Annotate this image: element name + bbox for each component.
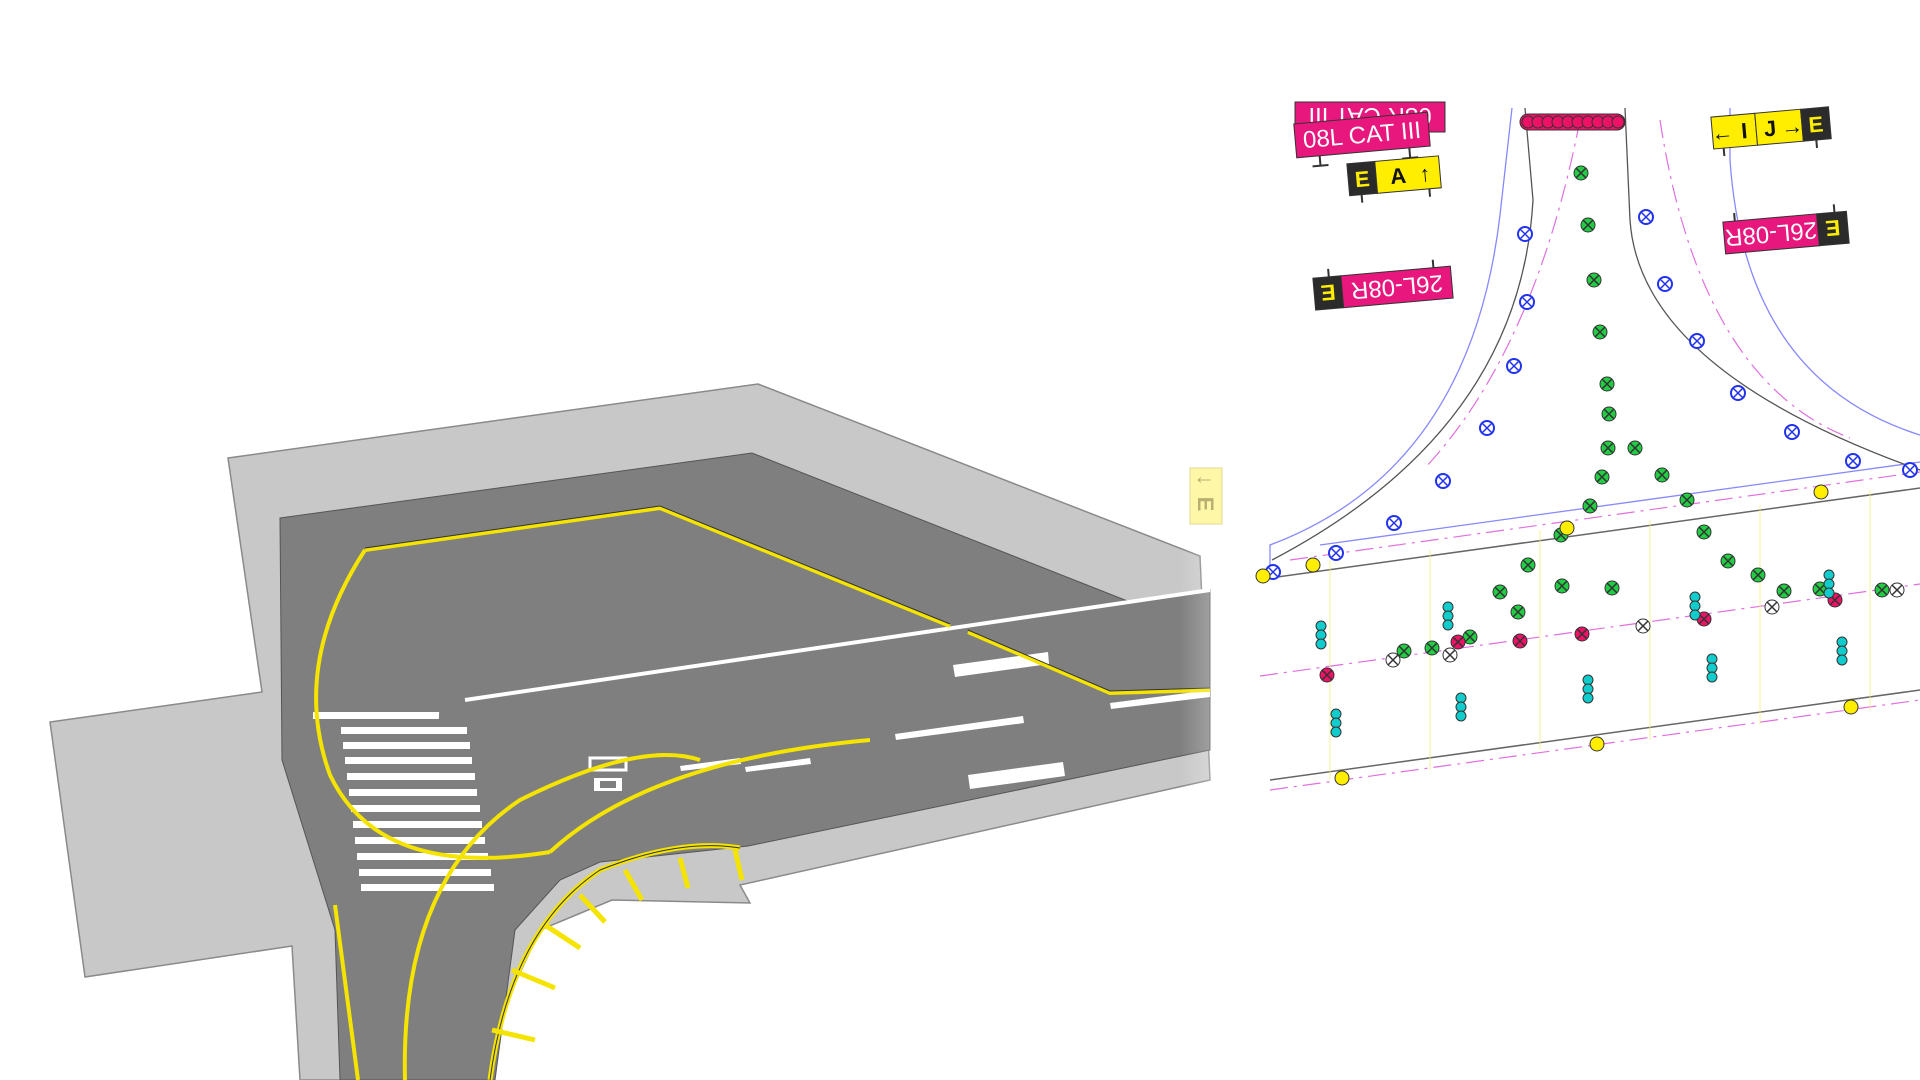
- guard-light: [1689, 609, 1701, 621]
- light-fixtures: [1255, 115, 1918, 786]
- light-cross-mark: [1601, 378, 1613, 390]
- guard-light: [1455, 710, 1467, 722]
- guard-light: [1330, 726, 1342, 738]
- light-cross-mark: [1522, 559, 1534, 571]
- taxi-guidance-lines: [314, 505, 1211, 1080]
- sign-faded-e-letter: E: [1193, 497, 1218, 512]
- light-cross-mark: [1629, 442, 1641, 454]
- sign-location-e-letter: E: [1354, 166, 1371, 192]
- light-cross-mark: [1330, 547, 1342, 559]
- light-cross-mark: [1388, 517, 1400, 529]
- fade-overlay: [1180, 520, 1300, 820]
- light-cross-mark: [1519, 228, 1531, 240]
- light-cross-mark: [1464, 631, 1476, 643]
- threshold-markings: [312, 712, 494, 891]
- guard-light: [1706, 671, 1718, 683]
- light-cross-mark: [1508, 360, 1520, 372]
- half-light: [1843, 699, 1859, 715]
- light-cross-mark: [1814, 583, 1826, 595]
- sign-rwy-right-location: E: [1824, 215, 1841, 241]
- light-cross-mark: [1891, 584, 1903, 596]
- taxiway-edge-ticks: [487, 843, 745, 1080]
- light-cross-mark: [1603, 408, 1615, 420]
- light-cross-mark: [1576, 628, 1588, 640]
- light-cross-mark: [1582, 219, 1594, 231]
- light-cross-mark: [1494, 586, 1506, 598]
- sign-faded-e: E ↓: [1189, 467, 1223, 525]
- light-cross-mark: [1606, 582, 1618, 594]
- light-cross-mark: [1698, 613, 1710, 625]
- guard-light: [1582, 692, 1594, 704]
- sign-rwy-26l-08r-left: 26L-08R E: [1312, 259, 1454, 311]
- half-light: [1305, 557, 1321, 573]
- light-cross-mark: [1584, 500, 1596, 512]
- light-cross-mark: [1766, 601, 1778, 613]
- guard-light: [1823, 587, 1835, 599]
- arrow-up-icon: ↑: [1418, 161, 1431, 187]
- light-cross-mark: [1398, 645, 1410, 657]
- sign-cat3-08l: 08L CAT III: [1293, 111, 1431, 168]
- light-cross-mark: [1556, 580, 1568, 592]
- stopbar-top-light: [1611, 115, 1625, 129]
- arrow-right-icon: →: [1780, 113, 1804, 140]
- light-cross-mark: [1444, 649, 1456, 661]
- sign-direction-i-j: ← I J → E: [1710, 106, 1832, 157]
- sign-rwy-26l-08r-right: 26L-08R E: [1722, 204, 1850, 255]
- light-cross-mark: [1681, 494, 1693, 506]
- half-light: [1589, 736, 1605, 752]
- light-cross-mark: [1691, 335, 1703, 347]
- light-cross-mark: [1321, 669, 1333, 681]
- light-cross-mark: [1481, 422, 1493, 434]
- light-cross-mark: [1656, 469, 1668, 481]
- light-cross-mark: [1575, 167, 1587, 179]
- guard-light: [1315, 638, 1327, 650]
- faded-arrow-icon: ↓: [1193, 475, 1218, 486]
- sign-direction-i-letter: I: [1740, 118, 1748, 143]
- light-cross-mark: [1426, 642, 1438, 654]
- half-light: [1559, 520, 1575, 536]
- guard-light: [1442, 619, 1454, 631]
- rendered-pavement: [49, 383, 1211, 1080]
- light-cross-mark: [1778, 585, 1790, 597]
- light-cross-mark: [1732, 387, 1744, 399]
- light-cross-mark: [1387, 654, 1399, 666]
- light-cross-mark: [1847, 455, 1859, 467]
- light-cross-mark: [1640, 211, 1652, 223]
- light-cross-mark: [1752, 569, 1764, 581]
- light-cross-mark: [1904, 464, 1916, 476]
- sign-direction-a-letter: A: [1389, 163, 1407, 189]
- runway-edge-top: [464, 588, 1211, 702]
- light-cross-mark: [1786, 426, 1798, 438]
- light-cross-mark: [1596, 471, 1608, 483]
- light-cross-mark: [1588, 274, 1600, 286]
- sign-direction-j-letter: J: [1763, 116, 1777, 142]
- light-cross-mark: [1659, 278, 1671, 290]
- schematic-plan: [1259, 107, 1920, 791]
- light-cross-mark: [1876, 584, 1888, 596]
- sign-direction-location: E: [1808, 111, 1825, 137]
- light-cross-mark: [1452, 636, 1464, 648]
- half-light: [1334, 770, 1350, 786]
- light-cross-mark: [1512, 606, 1524, 618]
- light-cross-mark: [1722, 555, 1734, 567]
- light-cross-mark: [1602, 442, 1614, 454]
- light-cross-mark: [1594, 326, 1606, 338]
- runway-number-block: [588, 756, 628, 791]
- light-cross-mark: [1698, 526, 1710, 538]
- sign-rwy-left-location: E: [1320, 279, 1337, 305]
- light-cross-mark: [1437, 475, 1449, 487]
- sign-location-e-a: E A ↑: [1346, 155, 1442, 203]
- light-cross-mark: [1514, 635, 1526, 647]
- light-cross-mark: [1637, 620, 1649, 632]
- guard-light: [1836, 654, 1848, 666]
- guide-lines-blue: [1269, 107, 1920, 575]
- half-light: [1813, 484, 1829, 500]
- light-cross-mark: [1521, 296, 1533, 308]
- half-light: [1255, 568, 1271, 584]
- arrow-left-icon: ←: [1710, 119, 1734, 146]
- guide-lines-magenta: [1259, 119, 1920, 791]
